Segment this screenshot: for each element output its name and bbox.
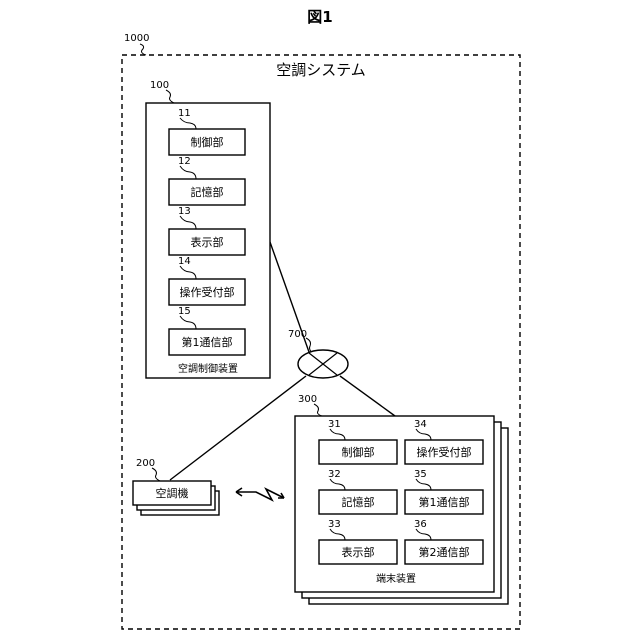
terminal-unit-ref-32: 32 — [328, 469, 341, 480]
controller-unit-ref-2: 12 — [178, 156, 191, 167]
figure-title: 図1 — [307, 8, 332, 26]
controller-unit-label-4: 操作受付部 — [180, 285, 235, 299]
controller-unit-label-2: 記憶部 — [191, 185, 224, 199]
terminal-caption: 端末装置 — [376, 572, 416, 585]
controller-unit-ref-1: 11 — [178, 108, 191, 119]
network-ref: 700 — [288, 329, 307, 340]
system-ref-leader — [140, 44, 146, 55]
link-network-aircon — [170, 376, 306, 480]
aircon-label: 空調機 — [156, 486, 189, 500]
terminal-unit-label-33: 表示部 — [342, 545, 375, 559]
controller-unit-label-5: 第1通信部 — [182, 335, 233, 349]
controller-unit-ref-4: 14 — [178, 256, 191, 267]
terminal-unit-label-35: 第1通信部 — [419, 495, 470, 509]
controller-unit-ref-5: 15 — [178, 306, 191, 317]
link-network-terminal — [340, 376, 395, 416]
wireless-link-icon — [236, 488, 284, 500]
controller-ref-leader — [166, 90, 174, 103]
terminal-unit-ref-36: 36 — [414, 519, 427, 530]
terminal-unit-ref-35: 35 — [414, 469, 427, 480]
controller-unit-ref-3: 13 — [178, 206, 191, 217]
terminal-ref-leader — [314, 404, 322, 416]
aircon-ref: 200 — [136, 458, 155, 469]
controller-unit-label-1: 制御部 — [191, 135, 224, 149]
terminal-unit-label-36: 第2通信部 — [419, 545, 470, 559]
terminal-unit-label-31: 制御部 — [342, 445, 375, 459]
controller-caption: 空調制御装置 — [178, 362, 238, 375]
terminal-unit-ref-33: 33 — [328, 519, 341, 530]
system-ref: 1000 — [124, 33, 149, 44]
terminal-unit-label-32: 記憶部 — [342, 495, 375, 509]
terminal-unit-ref-34: 34 — [414, 419, 427, 430]
terminal-unit-label-34: 操作受付部 — [417, 445, 472, 459]
system-title: 空調システム — [276, 61, 366, 79]
controller-unit-label-3: 表示部 — [191, 235, 224, 249]
aircon-ref-leader — [152, 468, 160, 481]
terminal-unit-ref-31: 31 — [328, 419, 341, 430]
controller-ref: 100 — [150, 80, 169, 91]
terminal-ref: 300 — [298, 394, 317, 405]
